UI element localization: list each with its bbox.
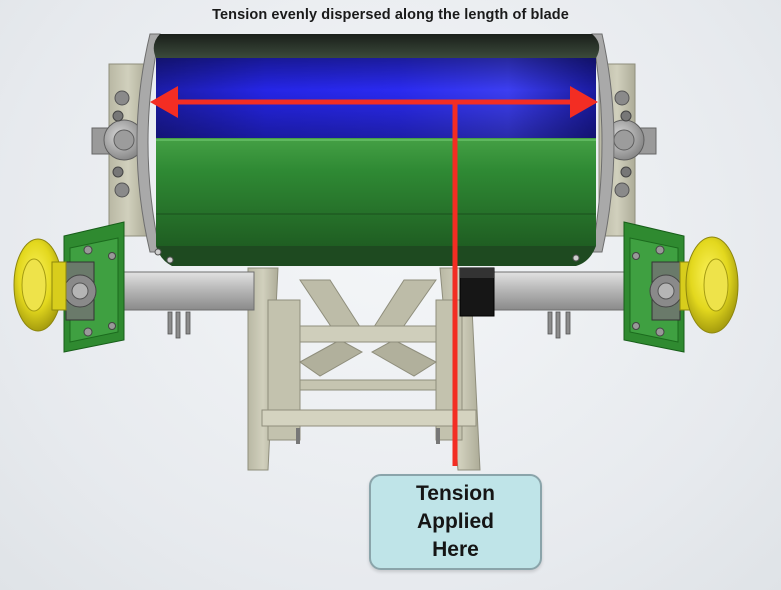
green-drum-body bbox=[156, 138, 596, 246]
left-hub bbox=[91, 90, 145, 198]
tension-callout-box: Tension Applied Here bbox=[369, 474, 542, 570]
tension-arrow-icon bbox=[150, 86, 598, 466]
right-bearing-bracket bbox=[623, 221, 685, 353]
page-title: Tension evenly dispersed along the lengt… bbox=[212, 7, 569, 23]
arrowhead-left bbox=[150, 86, 178, 118]
callout-text: Tension Applied Here bbox=[416, 482, 495, 561]
blade-drum bbox=[153, 34, 600, 266]
yellow-end-cap-icon bbox=[13, 238, 67, 332]
left-bearing-bracket bbox=[63, 221, 125, 353]
drum-end-rings bbox=[136, 33, 615, 253]
support-stand bbox=[247, 267, 481, 471]
arrowhead-right bbox=[570, 86, 598, 118]
yellow-end-cap-icon bbox=[679, 236, 739, 334]
shaft bbox=[91, 267, 663, 339]
